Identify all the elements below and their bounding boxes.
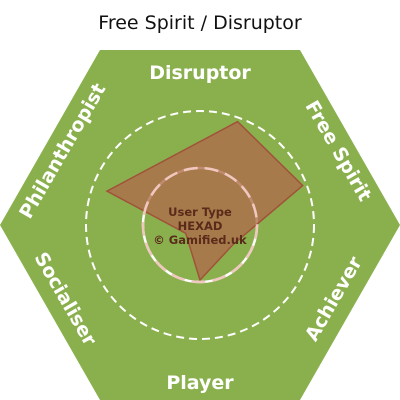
center-text-line-2: HEXAD bbox=[178, 219, 223, 233]
center-text-line-1: User Type bbox=[168, 205, 232, 219]
center-dashed-ring bbox=[141, 166, 259, 284]
chart-title: Free Spirit / Disruptor bbox=[98, 12, 302, 34]
outer-dashed-ring bbox=[85, 110, 315, 340]
series-polygon bbox=[105, 120, 304, 282]
center-text-line-3: © Gamified.uk bbox=[153, 233, 247, 247]
axis-label-player: Player bbox=[166, 372, 234, 394]
axis-label-disruptor: Disruptor bbox=[149, 62, 251, 84]
